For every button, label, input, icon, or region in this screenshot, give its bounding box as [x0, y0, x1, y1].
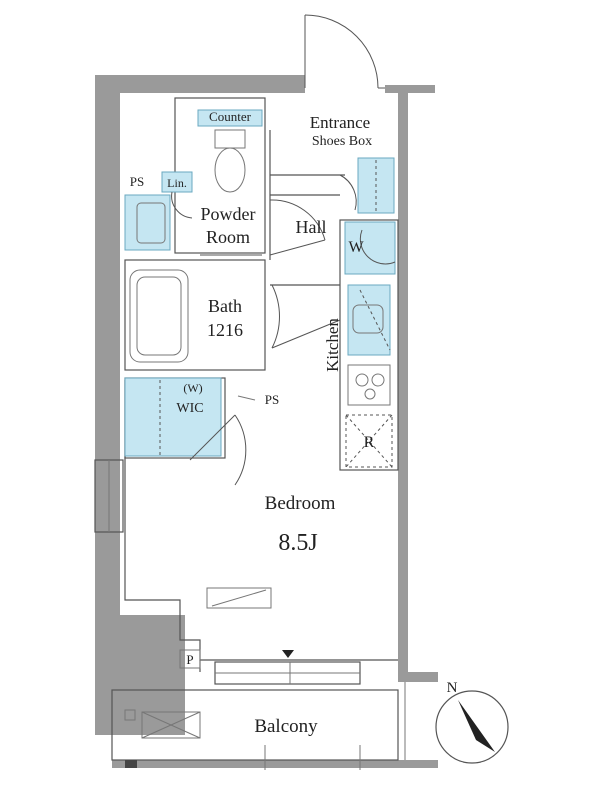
powder-room-label-2: Room — [206, 227, 250, 247]
compass-needle-icon — [458, 700, 495, 752]
ps-top-label: PS — [130, 174, 144, 189]
fridge-label: R — [364, 434, 375, 451]
balcony-outdoor-unit — [141, 711, 201, 739]
fixtures — [124, 109, 396, 768]
bedroom-size-label: 8.5J — [278, 530, 317, 556]
ps-mid-label: PS — [265, 392, 279, 407]
p-label: P — [186, 652, 193, 667]
top-right-wall — [385, 85, 435, 93]
fridge-space — [345, 414, 393, 468]
counter-label: Counter — [209, 109, 252, 124]
hall-door — [269, 239, 326, 256]
bath-label-2: 1216 — [207, 320, 243, 340]
toilet-bowl — [214, 147, 246, 193]
washer-label: W — [348, 239, 364, 256]
entrance-label: Entrance — [310, 113, 370, 132]
lin-label: Lin. — [167, 176, 187, 190]
wic-label: WIC — [176, 401, 203, 416]
entrance-marker-icon — [282, 650, 294, 658]
walls — [95, 75, 438, 768]
linen-fixture — [161, 171, 193, 193]
vanity-fixture — [124, 194, 171, 251]
lower-left-wall — [95, 615, 185, 735]
bathtub-inner — [136, 276, 182, 356]
balcony-rail — [112, 760, 438, 768]
bath-door — [271, 319, 341, 349]
kitchen-sink-fixture — [347, 284, 391, 356]
compass: N — [435, 680, 509, 764]
toilet-tank — [214, 129, 246, 149]
right-wall — [398, 92, 408, 672]
balcony-right-wall — [398, 672, 438, 682]
wic-fixture — [124, 377, 222, 457]
washer-fixture — [344, 221, 396, 275]
kitchen-label: Kitchen — [323, 318, 342, 372]
vanity-sink — [136, 202, 166, 244]
bedroom-label: Bedroom — [265, 493, 336, 514]
bedroom-ac-unit — [206, 587, 272, 609]
shoes-box-label: Shoes Box — [312, 134, 372, 149]
wic-w-label: (W) — [183, 381, 202, 395]
bathtub — [129, 269, 189, 363]
kitchen-sink-basin — [352, 304, 384, 334]
bath-label-1: Bath — [208, 296, 242, 316]
compass-north-label: N — [447, 680, 458, 696]
labels: Entrance Shoes Box Counter PS Lin. Powde… — [130, 109, 375, 737]
counter-fixture — [197, 109, 263, 127]
doors — [171, 14, 396, 486]
powder-room-label-1: Powder — [201, 204, 256, 224]
stove — [347, 364, 391, 406]
wic-door — [189, 414, 236, 461]
hall-label: Hall — [296, 217, 327, 237]
compass-ring — [435, 690, 509, 764]
balcony-label: Balcony — [254, 716, 318, 737]
top-wall — [120, 75, 305, 93]
